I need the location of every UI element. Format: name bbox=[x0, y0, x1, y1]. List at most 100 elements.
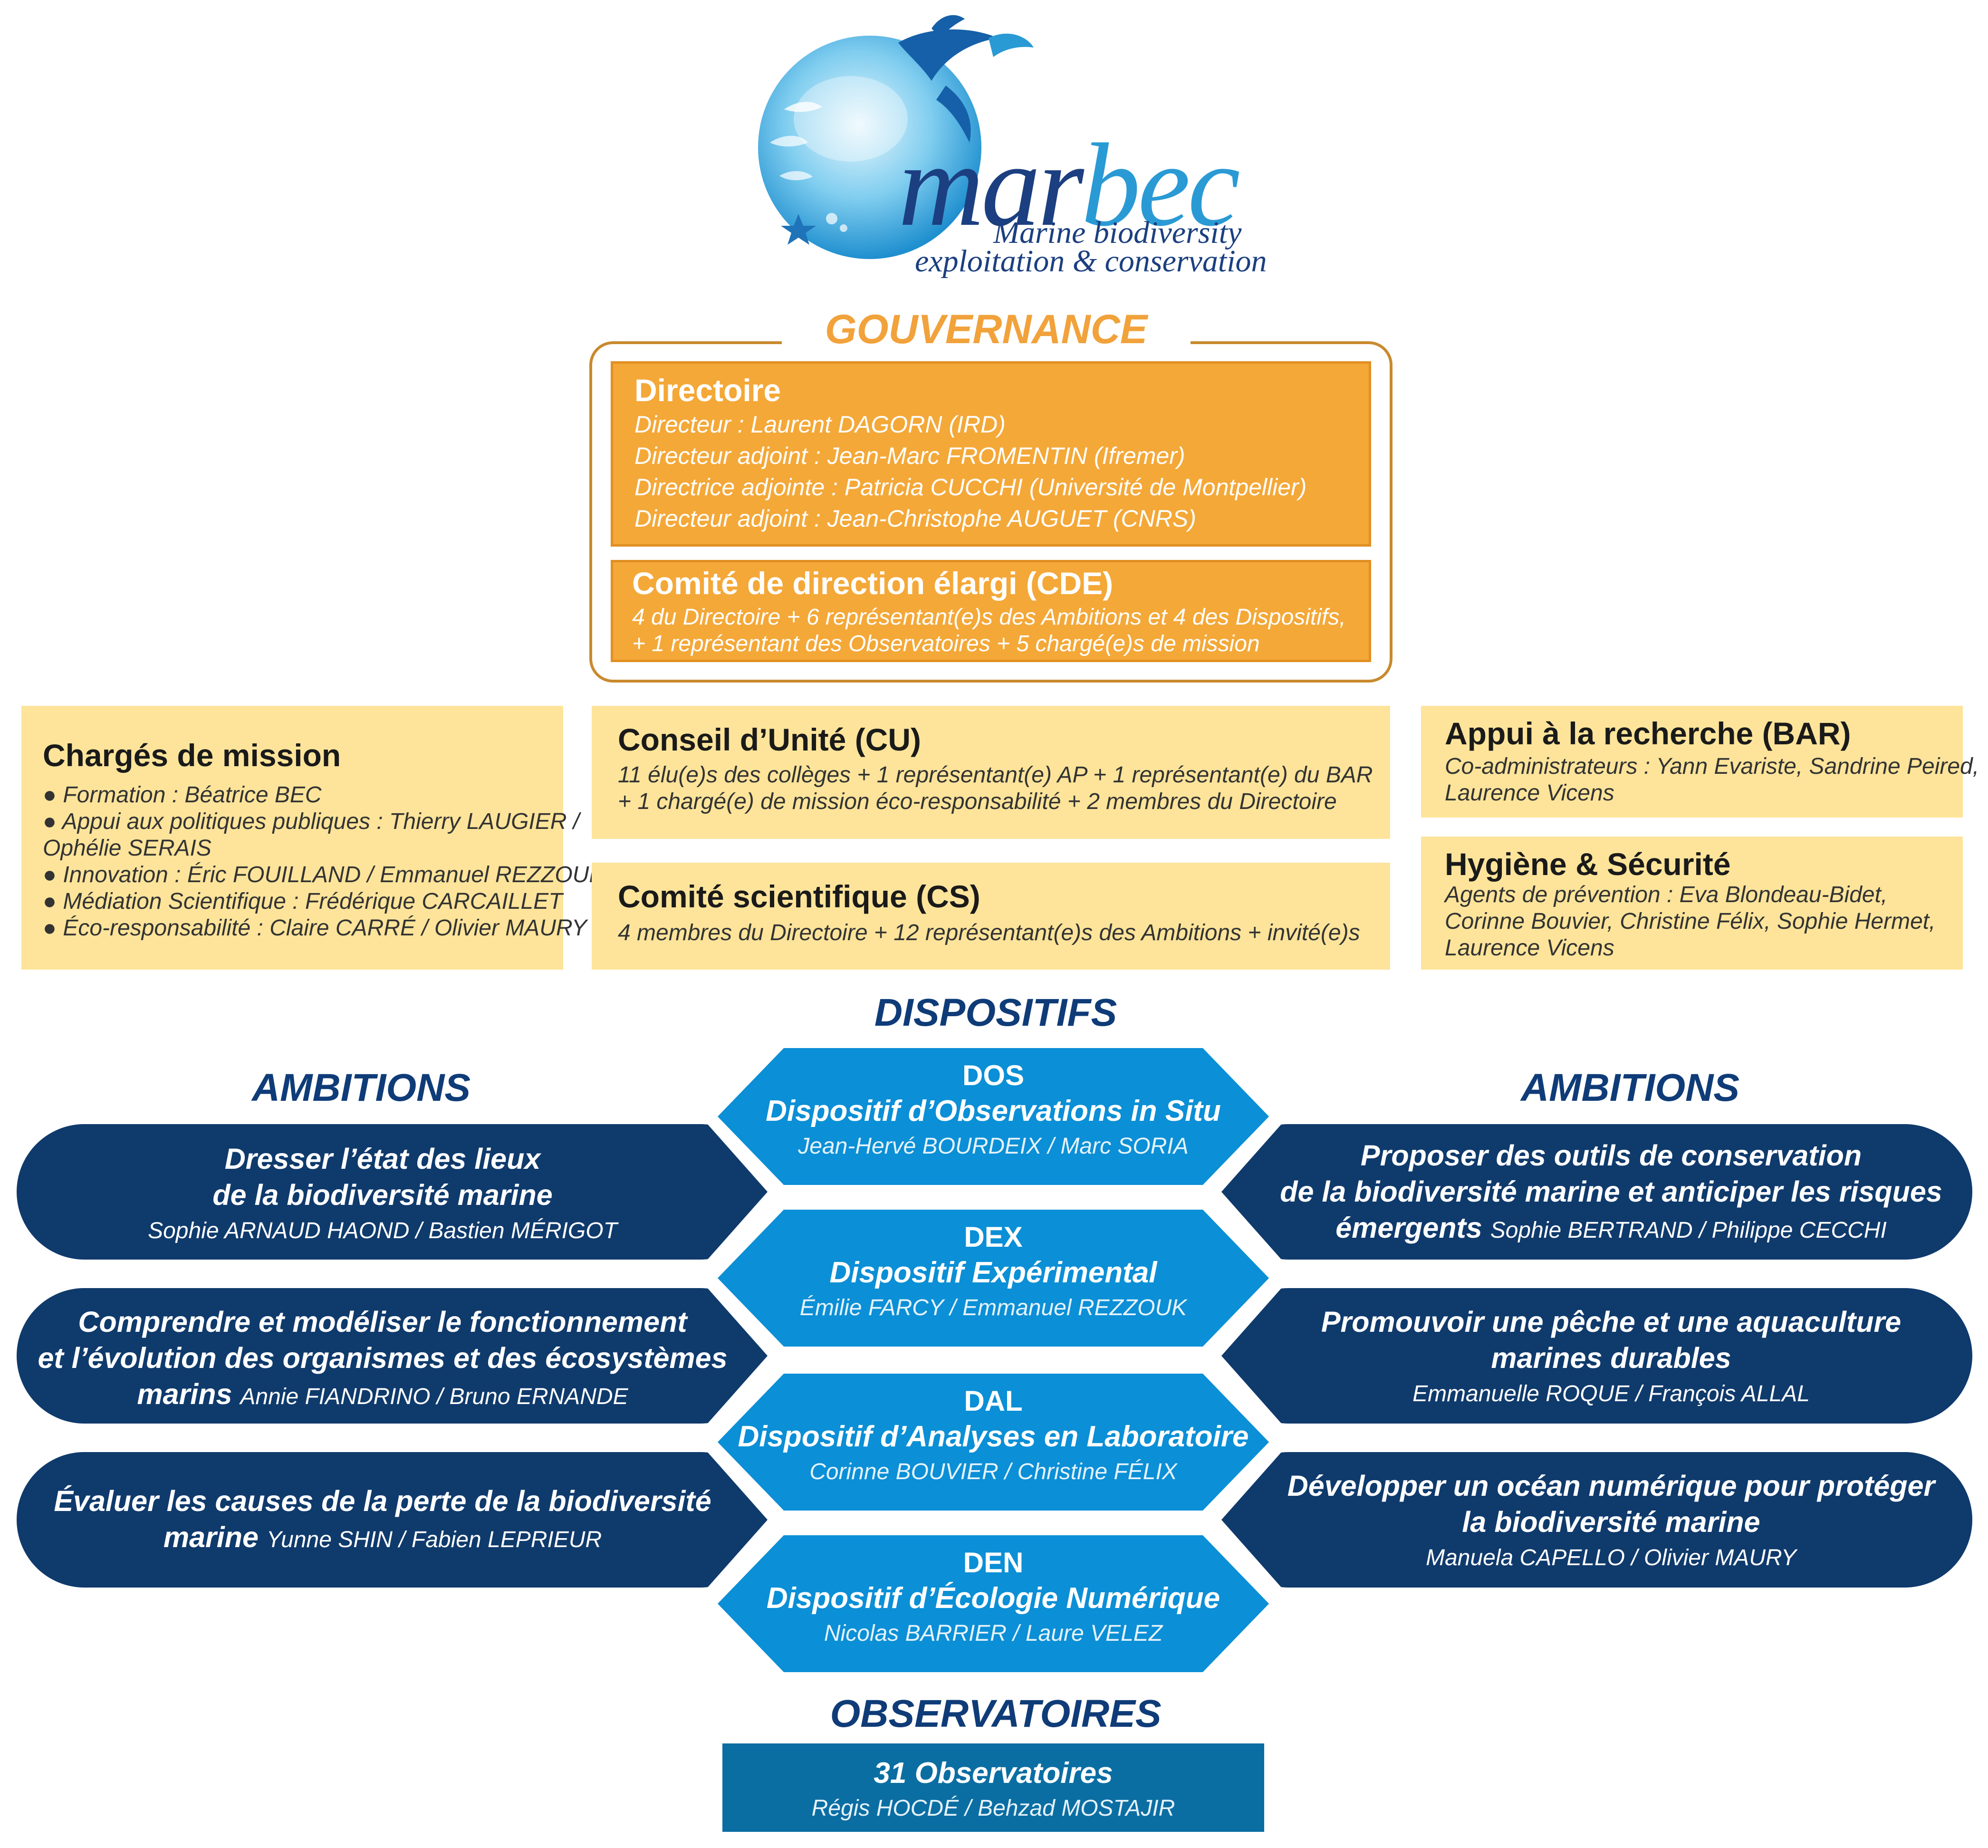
dispositif-title: Dispositif Expérimental bbox=[829, 1256, 1157, 1289]
hs-line: Laurence Vicens bbox=[1445, 935, 1614, 961]
dispositif-people: Corinne BOUVIER / Christine FÉLIX bbox=[809, 1459, 1177, 1484]
list-item: ● Médiation Scientifique : Frédérique CA… bbox=[43, 889, 563, 914]
ambition-right-3: Développer un océan numérique pour proté… bbox=[1221, 1452, 1972, 1588]
dispositif-code: DEX bbox=[964, 1221, 1023, 1253]
charges-box: Chargés de mission ● Formation : Béatric… bbox=[21, 706, 604, 970]
directoire-title: Directoire bbox=[634, 373, 781, 408]
ambition-line: et l’évolution des organismes et des éco… bbox=[38, 1342, 728, 1374]
cu-line: + 1 chargé(e) de mission éco-responsabil… bbox=[618, 789, 1337, 814]
bar-lines: Co-administrateurs : Yann Evariste, Sand… bbox=[1445, 753, 1979, 807]
bar-line: Co-administrateurs : Yann Evariste, Sand… bbox=[1445, 754, 1979, 779]
ambition-right-2: Promouvoir une pêche et une aquaculture … bbox=[1221, 1288, 1972, 1424]
bullet-icon: ● bbox=[43, 782, 57, 808]
cs-lines: 4 membres du Directoire + 12 représentan… bbox=[618, 920, 1360, 946]
bar-line: Laurence Vicens bbox=[1445, 780, 1614, 806]
ambition-line: marine bbox=[163, 1521, 259, 1553]
ambition-right-1: Proposer des outils de conservation de l… bbox=[1221, 1124, 1972, 1260]
ambition-line: la biodiversité marine bbox=[1462, 1506, 1760, 1538]
bullet-icon: ● bbox=[43, 889, 57, 914]
ambition-left-3: Évaluer les causes de la perte de la bio… bbox=[17, 1452, 768, 1588]
charges-list: ● Formation : Béatrice BEC ● Appui aux p… bbox=[43, 782, 604, 942]
observatoires-box: 31 Observatoires Régis HOCDÉ / Behzad MO… bbox=[722, 1743, 1264, 1832]
cs-title: Comité scientifique (CS) bbox=[618, 879, 980, 914]
ambition-people: Annie FIANDRINO / Bruno ERNANDE bbox=[240, 1384, 628, 1409]
hs-lines: Agents de prévention : Eva Blondeau-Bide… bbox=[1445, 882, 1935, 962]
dispositif-people: Nicolas BARRIER / Laure VELEZ bbox=[824, 1621, 1163, 1646]
ambitions-title-right: AMBITIONS bbox=[1520, 1066, 1740, 1109]
ambition-line: Promouvoir une pêche et une aquaculture bbox=[1321, 1306, 1902, 1338]
cu-title: Conseil d’Unité (CU) bbox=[618, 722, 921, 757]
cde-lines: 4 du Directoire + 6 représentant(e)s des… bbox=[632, 604, 1346, 657]
ambition-line: marins bbox=[137, 1378, 232, 1410]
globe-fish-icon bbox=[758, 15, 1034, 259]
ambition-line: Comprendre et modéliser le fonctionnemen… bbox=[78, 1306, 687, 1338]
bullet-icon: ● bbox=[43, 809, 57, 834]
ambition-line: marines durables bbox=[1491, 1342, 1731, 1374]
logo-word-mar: mar bbox=[898, 119, 1084, 251]
dispositif-dal: DAL Dispositif d’Analyses en Laboratoire… bbox=[718, 1374, 1269, 1511]
ambition-line: Proposer des outils de conservation bbox=[1360, 1139, 1862, 1172]
marbec-logo: marbec Marine biodiversity exploitation … bbox=[741, 10, 1269, 279]
bullet-icon: ● bbox=[43, 915, 57, 941]
dispositifs-title: DISPOSITIFS bbox=[874, 991, 1117, 1034]
list-item: ● Innovation : Éric FOUILLAND / Emmanuel… bbox=[43, 862, 605, 887]
gouvernance-title: GOUVERNANCE bbox=[782, 309, 1191, 350]
dispositif-title: Dispositif d’Écologie Numérique bbox=[766, 1582, 1220, 1615]
dispositif-den: DEN Dispositif d’Écologie Numérique Nico… bbox=[718, 1535, 1269, 1672]
hs-box: Hygiène & Sécurité Agents de prévention … bbox=[1421, 837, 1963, 970]
ambition-people: Emmanuelle ROQUE / François ALLAL bbox=[1412, 1381, 1810, 1406]
directoire-lines: Directeur : Laurent DAGORN (IRD) Directe… bbox=[634, 409, 1306, 534]
ambition-line: de la biodiversité marine et anticiper l… bbox=[1280, 1175, 1942, 1208]
ambition-people: Sophie BERTRAND / Philippe CECCHI bbox=[1490, 1218, 1887, 1243]
dispositif-dos: DOS Dispositif d’Observations in Situ Je… bbox=[718, 1048, 1269, 1185]
observatoires-title: OBSERVATOIRES bbox=[830, 1692, 1162, 1735]
bar-title: Appui à la recherche (BAR) bbox=[1445, 716, 1851, 751]
bullet-icon: ● bbox=[43, 862, 57, 887]
cde-line: 4 du Directoire + 6 représentant(e)s des… bbox=[632, 605, 1346, 630]
hs-line: Corinne Bouvier, Christine Félix, Sophie… bbox=[1445, 909, 1936, 934]
cde-box: Comité de direction élargi (CDE) 4 du Di… bbox=[611, 560, 1371, 662]
ambition-line: de la biodiversité marine bbox=[212, 1179, 553, 1211]
list-item: ● Formation : Béatrice BEC bbox=[43, 782, 322, 808]
dispositif-people: Jean-Hervé BOURDEIX / Marc SORIA bbox=[798, 1134, 1189, 1159]
directoire-line: Directeur adjoint : Jean-Christophe AUGU… bbox=[634, 505, 1196, 532]
cu-lines: 11 élu(e)s des collèges + 1 représentant… bbox=[618, 762, 1373, 815]
ambition-left-1: Dresser l’état des lieux de la biodivers… bbox=[17, 1124, 768, 1260]
directoire-line: Directeur adjoint : Jean-Marc FROMENTIN … bbox=[634, 443, 1185, 469]
observatoires-people: Régis HOCDÉ / Behzad MOSTAJIR bbox=[811, 1796, 1175, 1821]
cu-box: Conseil d’Unité (CU) 11 élu(e)s des coll… bbox=[592, 706, 1390, 839]
ambition-line: Dresser l’état des lieux bbox=[224, 1143, 541, 1175]
ambition-people: Yunne SHIN / Fabien LEPRIEUR bbox=[266, 1527, 602, 1552]
directoire-line: Directrice adjointe : Patricia CUCCHI (U… bbox=[634, 474, 1307, 500]
cu-line: 11 élu(e)s des collèges + 1 représentant… bbox=[618, 762, 1373, 788]
dispositif-title: Dispositif d’Observations in Situ bbox=[766, 1095, 1221, 1127]
cs-box: Comité scientifique (CS) 4 membres du Di… bbox=[592, 863, 1390, 970]
ambitions-title-left: AMBITIONS bbox=[251, 1066, 471, 1109]
dispositif-code: DEN bbox=[963, 1547, 1024, 1578]
dispositif-title: Dispositif d’Analyses en Laboratoire bbox=[738, 1420, 1249, 1453]
cde-title: Comité de direction élargi (CDE) bbox=[632, 566, 1114, 601]
ambition-people: Sophie ARNAUD HAOND / Bastien MÉRIGOT bbox=[148, 1218, 617, 1243]
directoire-box: Directoire Directeur : Laurent DAGORN (I… bbox=[611, 361, 1371, 547]
hs-line: Agents de prévention : Eva Blondeau-Bide… bbox=[1445, 882, 1888, 907]
dispositif-code: DOS bbox=[962, 1059, 1025, 1091]
ambition-line: Développer un océan numérique pour proté… bbox=[1287, 1470, 1935, 1502]
logo-wordmark: marbec bbox=[898, 126, 1240, 245]
list-item-continuation: Ophélie SERAIS bbox=[43, 836, 211, 861]
directoire-line: Directeur : Laurent DAGORN (IRD) bbox=[634, 411, 1006, 438]
list-item: ● Éco-responsabilité : Claire CARRÉ / Ol… bbox=[43, 915, 587, 941]
logo-word-bec: bec bbox=[1081, 119, 1240, 251]
hs-title: Hygiène & Sécurité bbox=[1445, 847, 1731, 882]
ambition-people: Manuela CAPELLO / Olivier MAURY bbox=[1426, 1545, 1796, 1570]
ambition-line: Évaluer les causes de la perte de la bio… bbox=[54, 1485, 711, 1517]
ambition-left-2: Comprendre et modéliser le fonctionnemen… bbox=[17, 1288, 768, 1424]
logo-subtitle-2: exploitation & conservation bbox=[915, 244, 1267, 279]
bar-box: Appui à la recherche (BAR) Co-administra… bbox=[1421, 706, 1979, 818]
cde-line: + 1 représentant des Observatoires + 5 c… bbox=[632, 631, 1260, 656]
logo-subtitle-1: Marine biodiversity bbox=[993, 215, 1242, 250]
charges-title: Chargés de mission bbox=[43, 738, 341, 773]
list-item: ● Appui aux politiques publiques : Thier… bbox=[43, 809, 580, 834]
cs-line: 4 membres du Directoire + 12 représentan… bbox=[618, 920, 1360, 945]
dispositif-code: DAL bbox=[964, 1385, 1023, 1417]
ambition-line: émergents bbox=[1335, 1212, 1482, 1244]
